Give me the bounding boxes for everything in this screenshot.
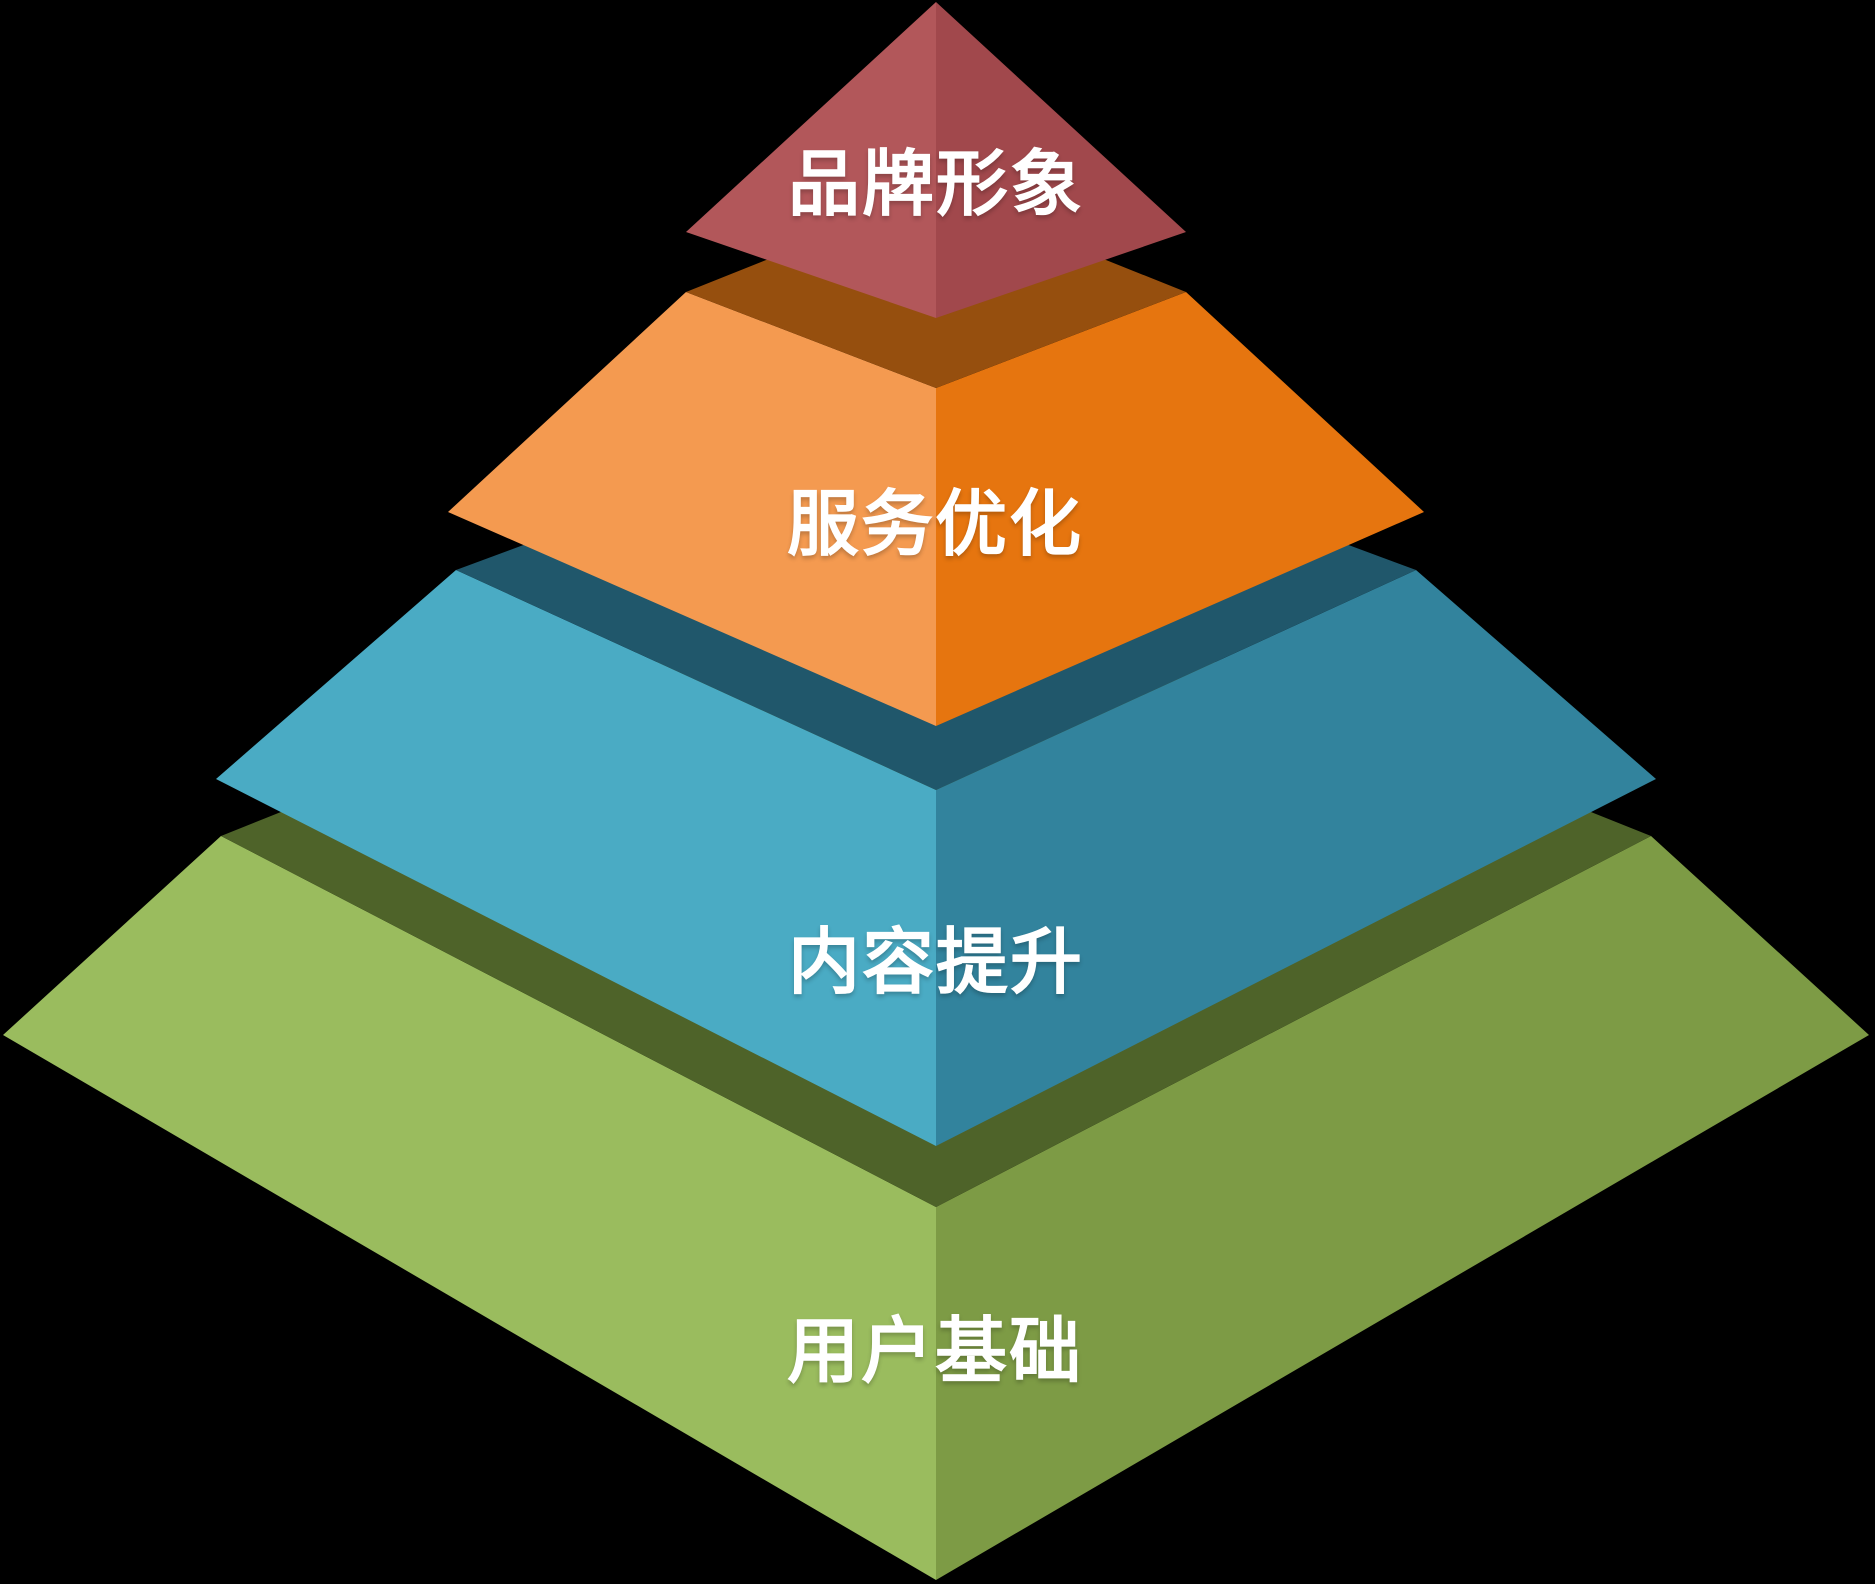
brand-image-left-face — [686, 2, 936, 318]
layer-label-user-base: 用户基础 — [787, 1312, 1083, 1392]
layer-label-brand-image: 品牌形象 — [788, 145, 1084, 225]
pyramid-layer-faces — [3, 2, 1869, 1580]
user-base-right-face — [936, 836, 1869, 1580]
user-base-left-face — [3, 836, 936, 1580]
content-improvement-left-face — [216, 570, 936, 1146]
content-improvement-right-face — [936, 570, 1656, 1146]
service-optimization-right-face — [936, 292, 1424, 726]
service-optimization-left-face — [448, 292, 936, 726]
layer-label-content-improvement: 内容提升 — [788, 923, 1084, 1003]
layer-label-service-optimization: 服务优化 — [787, 485, 1083, 565]
brand-image-right-face — [936, 2, 1186, 318]
